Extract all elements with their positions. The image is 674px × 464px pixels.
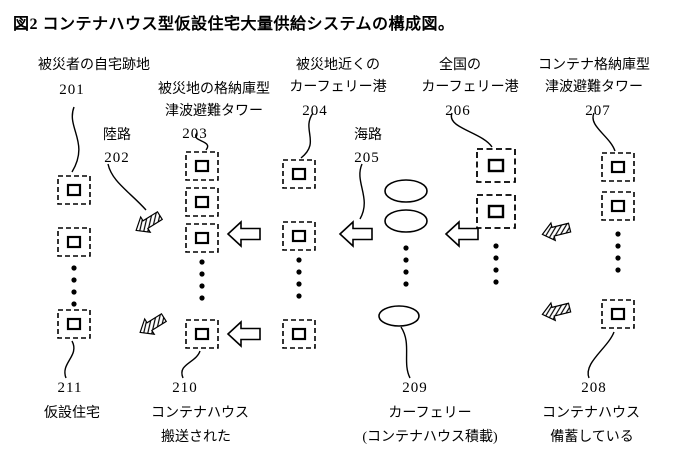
label-transported-210-line1: コンテナハウス [151, 406, 249, 421]
transport-arrow-icon [539, 218, 573, 244]
leader-line [64, 340, 75, 379]
label-port-206-line2: カーフェリー港 [421, 80, 519, 95]
ref-num-209: 209 [402, 380, 428, 396]
container-icon [56, 308, 92, 340]
transport-arrow-icon [130, 207, 166, 239]
ferry-ellipse-icon [384, 209, 428, 233]
ellipsis-dots-icon [615, 231, 621, 273]
container-icon [281, 318, 317, 350]
label-ferry-209-line1: カーフェリー [388, 406, 472, 421]
label-land-202: 陸路 [103, 128, 131, 143]
ref-num-201: 201 [59, 82, 85, 98]
flow-arrow-icon [445, 221, 479, 247]
ellipsis-dots-icon [296, 257, 302, 299]
label-port-204-line1: 被災地近くの [296, 58, 380, 73]
ref-num-207: 207 [585, 103, 611, 119]
ferry-ellipse-icon [378, 305, 420, 327]
container-icon [475, 147, 517, 184]
leader-line [587, 331, 615, 379]
leader-line [400, 326, 411, 379]
transport-arrow-icon [539, 298, 573, 324]
container-icon [600, 151, 636, 183]
container-icon [600, 190, 636, 222]
label-ferry-209-line2: (コンテナハウス積載) [362, 430, 498, 445]
leader-lines [64, 106, 616, 379]
ref-num-204: 204 [302, 103, 328, 119]
ellipsis-dots-icon [199, 259, 205, 301]
container-icon [56, 174, 92, 206]
container-icon [475, 193, 517, 230]
container-icon [281, 220, 317, 252]
flow-arrow-icon [339, 221, 373, 247]
transport-arrow-icon [134, 309, 170, 341]
leader-line [300, 112, 314, 159]
ref-num-210: 210 [172, 380, 198, 396]
label-tower-203-line1: 被災地の格納庫型 [158, 82, 270, 97]
ref-num-205: 205 [354, 150, 380, 166]
label-site-201: 被災者の自宅跡地 [38, 58, 150, 73]
leader-line [71, 106, 80, 173]
container-icon [600, 298, 636, 330]
label-tower-207-line1: コンテナ格納庫型 [538, 58, 650, 73]
ref-num-202: 202 [104, 150, 130, 166]
ellipsis-dots-icon [403, 245, 409, 287]
leader-line [450, 112, 493, 148]
figure-title: 図2 コンテナハウス型仮設住宅大量供給システムの構成図。 [13, 16, 455, 33]
label-tower-203-line2: 津波避難タワー [165, 104, 263, 119]
container-icon [184, 222, 220, 254]
leader-line [107, 163, 147, 211]
label-transported-210-line2: 搬送された [161, 430, 231, 445]
container-icon [184, 150, 220, 182]
label-stock-208-line1: コンテナハウス [542, 406, 640, 421]
ref-num-208: 208 [581, 380, 607, 396]
leader-line [181, 350, 201, 379]
label-sea-205: 海路 [354, 128, 382, 143]
leader-line [592, 112, 616, 152]
container-icon [184, 318, 220, 350]
ellipsis-dots-icon [493, 243, 499, 285]
flow-arrow-icon [227, 221, 261, 247]
label-tower-207-line2: 津波避難タワー [545, 80, 643, 95]
container-icon [56, 226, 92, 258]
flow-arrow-icon [227, 321, 261, 347]
ref-num-203: 203 [182, 126, 208, 142]
label-housing-211: 仮設住宅 [44, 406, 100, 421]
container-icon [281, 158, 317, 190]
leader-line [195, 132, 209, 151]
ref-num-206: 206 [445, 103, 471, 119]
label-port-206-line1: 全国の [439, 58, 481, 73]
ref-num-211: 211 [57, 380, 83, 396]
ferry-ellipse-icon [384, 179, 428, 203]
container-icon [184, 186, 220, 218]
label-stock-208-line2: 備蓄している [550, 430, 634, 445]
leader-line [359, 163, 365, 220]
ellipsis-dots-icon [71, 265, 77, 307]
label-port-204-line2: カーフェリー港 [289, 80, 387, 95]
